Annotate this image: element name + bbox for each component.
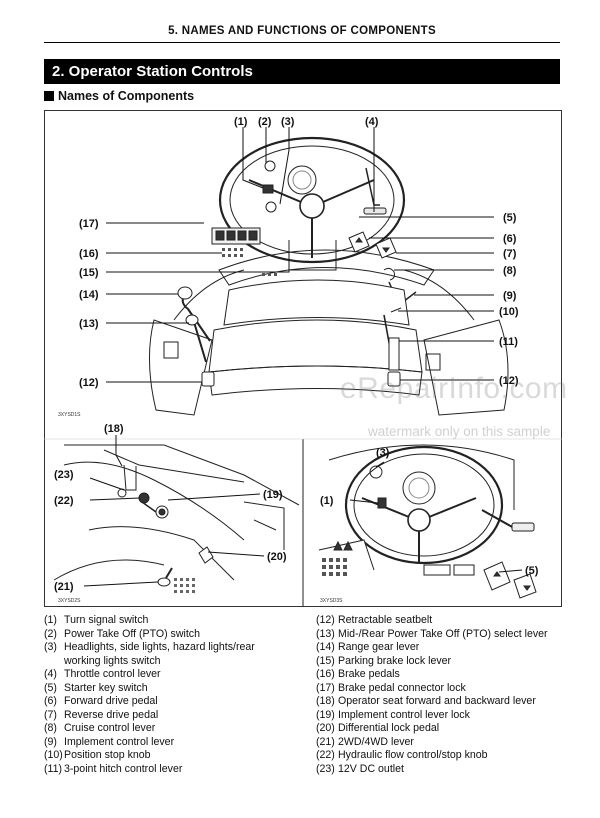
legend-left-column: (1)Turn signal switch (2)Power Take Off … (44, 614, 306, 776)
callout-15: (15) (79, 267, 99, 279)
callout-16: (16) (79, 248, 99, 260)
seat-back-drawing (223, 279, 410, 326)
legend-item: (12)Retractable seatbelt (316, 614, 433, 626)
page-header: 5. NAMES AND FUNCTIONS OF COMPONENTS (44, 20, 560, 43)
legend-item: (4)Throttle control lever (44, 668, 161, 680)
header-title: 5. NAMES AND FUNCTIONS OF COMPONENTS (168, 25, 436, 37)
callout-22: (22) (54, 495, 74, 507)
callout-1-closeup: (1) (320, 495, 334, 507)
callout-labels: (1) (2) (3) (4) (5) (6) (7) (8) (9) (10)… (54, 116, 539, 604)
callout-9: (9) (503, 290, 517, 302)
legend-item: (16)Brake pedals (316, 668, 400, 680)
callout-21: (21) (54, 581, 74, 593)
callout-14: (14) (79, 289, 99, 301)
callout-12-right: (12) (499, 375, 519, 387)
watermark-site: eRepairInfo.com (340, 372, 568, 405)
callout-10: (10) (499, 306, 519, 318)
legend-item: (17)Brake pedal connector lock (316, 681, 466, 694)
dashboard-closeup-illustration (318, 444, 537, 599)
callout-5-closeup: (5) (525, 565, 539, 577)
callout-2: (2) (258, 116, 272, 128)
legend-item: (23)12V DC outlet (316, 762, 404, 775)
callout-7: (7) (503, 248, 517, 260)
leader-lines (83, 127, 523, 587)
callout-19: (19) (263, 489, 283, 501)
image-code-3: 3XYSD3S (320, 598, 343, 604)
section-title-bar: 2. Operator Station Controls (44, 59, 560, 84)
callout-6: (6) (503, 233, 517, 245)
section-title: 2. Operator Station Controls (52, 63, 253, 80)
subsection-heading: Names of Components (44, 88, 194, 104)
gauge-drawing (287, 165, 317, 195)
legend-item: (13)Mid-/Rear Power Take Off (PTO) selec… (316, 627, 548, 640)
callout-5: (5) (503, 212, 517, 224)
image-code-2: 3XYSD2S (58, 598, 81, 604)
legend-item: (18)Operator seat forward and backward l… (316, 695, 536, 707)
legend-item: (8)Cruise control lever (44, 722, 156, 734)
legend-item: (2)Power Take Off (PTO) switch (44, 627, 200, 640)
legend-item: (11)3-point hitch control lever (44, 762, 183, 775)
callout-3: (3) (281, 116, 295, 128)
callout-17: (17) (79, 218, 99, 230)
callout-3-closeup: (3) (376, 447, 390, 459)
callout-8: (8) (503, 265, 517, 277)
overview-illustration (149, 136, 509, 416)
callout-18: (18) (104, 423, 124, 435)
left-side-illustration (53, 444, 300, 593)
legend-item: (15)Parking brake lock lever (316, 654, 452, 667)
square-bullet-icon (44, 91, 54, 101)
subsection-title: Names of Components (58, 89, 195, 103)
legend-item: (3)Headlights, side lights, hazard light… (44, 641, 255, 667)
watermark-note: watermark only on this sample (368, 424, 551, 439)
callout-4: (4) (365, 116, 379, 128)
steering-wheel-closeup-drawing (344, 445, 504, 565)
right-fender-drawing (423, 319, 509, 416)
legend-item: (14)Range gear lever (316, 641, 420, 653)
operator-station-figure: (1) (2) (3) (4) (5) (6) (7) (8) (9) (10)… (44, 116, 562, 607)
legend-item: (22)Hydraulic flow control/stop knob (316, 749, 488, 761)
legend-item: (1)Turn signal switch (44, 614, 149, 626)
legend-item: (9)Implement control lever (44, 735, 175, 748)
legend-item: (10)Position stop knob (44, 749, 151, 761)
legend-item: (19)Implement control lever lock (316, 708, 470, 721)
steering-wheel-drawing (218, 136, 406, 264)
legend-item: (21)2WD/4WD lever (316, 735, 414, 748)
callout-13: (13) (79, 318, 99, 330)
legend-item: (20)Differential lock pedal (316, 722, 440, 734)
legend-item: (5)Starter key switch (44, 681, 148, 694)
left-fender-drawing (149, 319, 213, 416)
callout-1: (1) (234, 116, 248, 128)
callout-23: (23) (54, 469, 74, 481)
callout-20: (20) (267, 551, 287, 563)
legend-item: (6)Forward drive pedal (44, 695, 158, 707)
callout-11: (11) (499, 336, 518, 348)
image-code-1: 3XYSD1S (58, 412, 81, 418)
legend-right-column: (12)Retractable seatbelt (13)Mid-/Rear P… (316, 614, 566, 776)
legend-item: (7)Reverse drive pedal (44, 708, 159, 721)
callout-12-left: (12) (79, 377, 99, 389)
